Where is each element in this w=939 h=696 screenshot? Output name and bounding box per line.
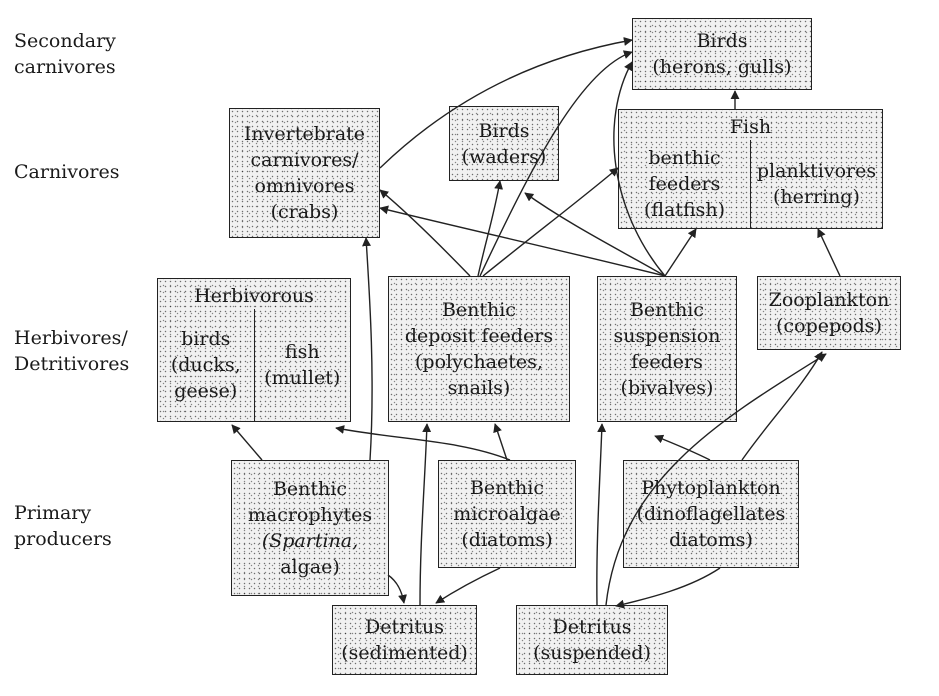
node-label: Phytoplankton [641,477,781,499]
node-title: Fish [729,116,772,138]
node-label: (polychaetes, [415,351,543,373]
arrow-macrophytes-to-herbivorous-birds [231,424,263,461]
node-birds-herons-gulls: Birds (herons, gulls) [632,18,812,90]
arrow-deposit-to-fish-benthic [482,167,619,277]
node-benthic-deposit-feeders: Benthic deposit feeders (polychaetes, sn… [388,276,570,422]
node-label: (copepods) [776,315,882,337]
level-herbivores-detritivores: Herbivores/ Detritivores [14,327,130,375]
node-label: (waders) [461,145,547,168]
node-label: benthic [648,147,721,169]
arrow-suspension-to-fish-benthic [664,228,697,277]
node-label: (ducks, [170,354,241,376]
arrow-detritus-sed-to-deposit [419,423,432,606]
node-label: carnivores/ [250,149,359,171]
arrow-phytoplankton-to-detritus-susp [615,567,721,609]
arrow-microalgae-to-herbivorous-fish [335,425,511,461]
node-label: (herons, gulls) [652,56,792,78]
node-label: (bivalves) [620,377,714,399]
node-label: suspension [613,325,721,347]
herbivorous-split: birds (ducks, geese) fish (mullet) [158,309,350,421]
node-fish: Fish benthic feeders (flatfish) planktiv… [618,109,883,229]
node-label: birds [181,328,231,350]
node-label: Benthic [629,299,705,321]
node-label: Detritus [365,616,444,638]
node-detritus-suspended: Detritus (suspended) [516,605,668,675]
node-invertebrate-carnivores: Invertebrate carnivores/ omnivores (crab… [229,108,380,238]
node-zooplankton: Zooplankton (copepods) [757,276,901,350]
node-label: omnivores [254,175,355,197]
node-benthic-macrophytes: Benthic macrophytes (Spartina, algae) [231,460,389,596]
node-label: (suspended) [533,642,651,664]
node-label: feeders [631,351,703,373]
herbivorous-birds: birds (ducks, geese) [158,309,255,421]
arrow-zooplankton-to-fish-planktivores [817,228,841,277]
arrow-macrophytes-to-invert [362,237,373,461]
node-label: (mullet) [264,367,341,389]
node-label: Zooplankton [768,289,890,311]
arrow-microalgae-to-deposit [493,423,508,461]
node-label: diatoms) [669,529,753,551]
node-label: Invertebrate [243,123,366,145]
node-label: Benthic [441,299,517,321]
node-label: (dinoflagellates [636,503,786,525]
node-label: algae) [280,556,340,578]
node-herbivorous: Herbivorous birds (ducks, geese) fish (m… [157,278,351,422]
node-label: Detritus [552,616,632,638]
node-label: geese) [174,380,238,402]
arrow-microalgae-to-detritus [435,567,501,604]
node-title: Herbivorous [194,285,314,307]
arrow-macrophytes-to-detritus [387,574,407,604]
arrow-phytoplankton-to-zooplankton [741,351,823,461]
node-label: snails) [447,377,511,399]
node-benthic-microalgae: Benthic microalgae (diatoms) [438,460,576,568]
node-label: Birds [696,30,748,52]
arrow-detritus-susp-to-suspension [596,423,607,606]
arrow-deposit-to-waders [477,180,504,277]
node-label: (crabs) [270,201,339,223]
level-primary-producers: Primary producers [14,502,112,550]
node-label: planktivores [756,160,877,182]
node-label: (diatoms) [461,529,553,551]
fish-split: benthic feeders (flatfish) planktivores … [619,140,882,228]
node-label: Benthic [469,477,545,499]
node-label: Benthic [272,478,348,500]
fish-benthic-feeders: benthic feeders (flatfish) [619,140,751,228]
arrow-phytoplankton-to-suspension [654,434,711,461]
node-label: microalgae [453,503,561,525]
node-label: Birds [478,119,530,142]
node-label: (herring) [773,186,860,208]
level-carnivores: Carnivores [14,161,120,183]
node-benthic-suspension-feeders: Benthic suspension feeders (bivalves) [597,276,737,422]
fish-planktivores: planktivores (herring) [751,140,882,228]
node-label: macrophytes [247,504,373,526]
node-label: deposit feeders [404,325,554,347]
level-secondary-carnivores: Secondary carnivores [14,30,116,78]
node-detritus-sedimented: Detritus (sedimented) [332,605,477,675]
node-birds-waders: Birds (waders) [449,106,559,181]
node-label: feeders [648,173,721,195]
node-label: (Spartina, [261,530,359,552]
node-label: (sedimented) [341,642,468,664]
node-label: (flatfish) [643,199,726,221]
arrow-deposit-to-invert [379,189,471,277]
node-label: fish [284,341,320,363]
node-phytoplankton: Phytoplankton (dinoflagellates diatoms) [623,460,799,568]
herbivorous-fish: fish (mullet) [255,309,351,421]
